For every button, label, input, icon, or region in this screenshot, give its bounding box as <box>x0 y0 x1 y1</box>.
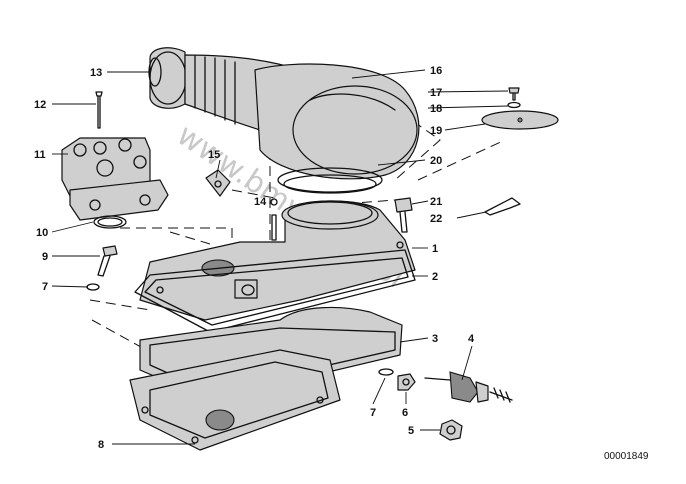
bracket <box>205 169 231 197</box>
diagram-reference-number: 00001849 <box>604 451 649 462</box>
callout-7-right: 7 <box>370 407 376 419</box>
bolt-nine <box>97 245 118 277</box>
callout-labels: 1 2 3 4 5 6 7 7 8 9 10 11 12 13 14 15 16… <box>34 65 475 451</box>
leader-lines <box>51 69 509 445</box>
callout-21: 21 <box>430 196 442 208</box>
hex-nut-five <box>439 419 463 441</box>
callout-2: 2 <box>432 271 438 283</box>
screw-seventeen <box>508 87 520 101</box>
washer-eighteen <box>507 101 521 109</box>
callout-18: 18 <box>430 103 442 115</box>
cover-disc <box>481 110 559 130</box>
callout-17: 17 <box>430 87 442 99</box>
callout-20: 20 <box>430 155 442 167</box>
callout-16: 16 <box>430 65 442 77</box>
callout-15: 15 <box>208 149 220 161</box>
callout-10: 10 <box>36 227 48 239</box>
housing-cover <box>139 200 416 321</box>
valve-block <box>61 137 169 221</box>
lower-frame <box>129 349 341 451</box>
callout-13: 13 <box>90 67 102 79</box>
callout-6: 6 <box>402 407 408 419</box>
callout-9: 9 <box>42 251 48 263</box>
callout-3: 3 <box>432 333 438 345</box>
washer-right <box>378 368 394 376</box>
gasket <box>134 249 416 333</box>
o-ring <box>93 215 127 229</box>
callout-22: 22 <box>430 213 442 225</box>
spring-clip <box>484 197 521 216</box>
callout-14: 14 <box>254 196 267 208</box>
callout-12: 12 <box>34 99 46 111</box>
sealing-ring <box>277 167 383 194</box>
callout-1: 1 <box>432 243 438 255</box>
rubber-mount <box>424 371 513 403</box>
washer-left <box>86 283 100 291</box>
callout-7-left: 7 <box>42 281 48 293</box>
callout-8: 8 <box>98 439 104 451</box>
callout-19: 19 <box>430 125 442 137</box>
callout-4: 4 <box>468 333 475 345</box>
air-intake-boot <box>149 47 420 180</box>
screw-long <box>95 91 103 129</box>
hex-nut-six <box>397 373 416 391</box>
bolt-twentyone <box>394 197 413 233</box>
callout-5: 5 <box>408 425 414 437</box>
callout-11: 11 <box>34 149 46 161</box>
pin <box>270 198 278 241</box>
